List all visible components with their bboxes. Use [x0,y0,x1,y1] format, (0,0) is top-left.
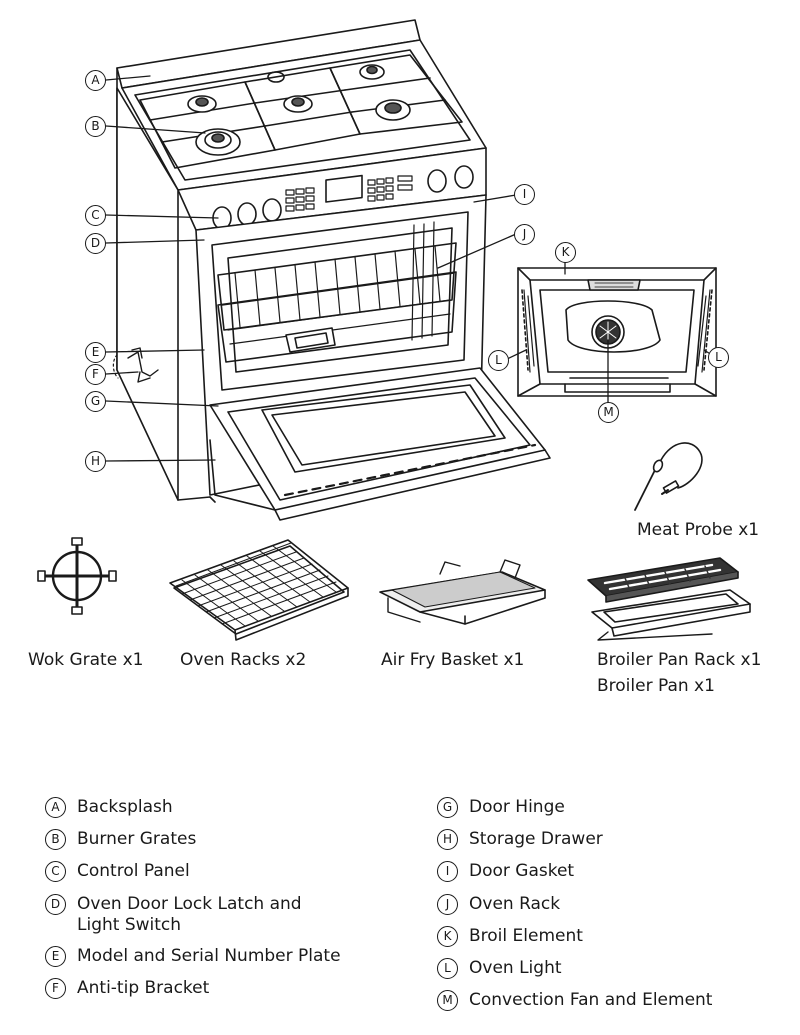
legend-text: Broil Element [469,926,583,946]
legend-badge: D [45,894,66,915]
legend-item-e: E Model and Serial Number Plate [45,946,341,967]
legend-badge: C [45,861,66,882]
callout-f: F [85,364,106,385]
label-broiler-pan: Broiler Pan x1 [597,676,715,696]
legend-badge: J [437,894,458,915]
legend-item-h: H Storage Drawer [437,829,603,850]
legend-badge: E [45,946,66,967]
legend-badge: A [45,797,66,818]
legend-text: Model and Serial Number Plate [77,946,341,966]
legend-badge: B [45,829,66,850]
legend-text: Oven Rack [469,894,561,914]
legend-item-f: F Anti-tip Bracket [45,978,209,999]
legend-badge: L [437,958,458,979]
legend-item-i: I Door Gasket [437,861,574,882]
legend-badge: M [437,990,458,1011]
callout-c: C [85,205,106,226]
legend-item-b: B Burner Grates [45,829,196,850]
legend-text: Door Hinge [469,797,565,817]
label-air-fry-basket: Air Fry Basket x1 [381,650,525,670]
legend-item-l: L Oven Light [437,958,562,979]
label-wok-grate: Wok Grate x1 [28,650,144,670]
callout-h: H [85,451,106,472]
legend-badge: F [45,978,66,999]
leader-lines [105,75,517,462]
callout-b: B [85,116,106,137]
legend-item-m: M Convection Fan and Element [437,990,712,1011]
legend-item-g: G Door Hinge [437,797,565,818]
legend-text: Control Panel [77,861,190,881]
legend-text: Door Gasket [469,861,575,881]
range-illustration [112,19,551,521]
broiler-pan-illustration [587,557,751,641]
legend-text: Anti-tip Bracket [77,978,210,998]
callout-l-left: L [488,350,509,371]
legend-item-a: A Backsplash [45,797,173,818]
air-fry-basket-illustration [379,559,546,625]
label-meat-probe: Meat Probe x1 [637,520,760,540]
callout-e: E [85,342,106,363]
legend-badge: G [437,797,458,818]
wok-grate-illustration [37,537,117,615]
legend-item-c: C Control Panel [45,861,190,882]
legend-item-d: D Oven Door Lock Latch and Light Switch [45,894,337,936]
legend-text: Convection Fan and Element [469,990,713,1010]
legend-badge: H [437,829,458,850]
legend-text: Oven Door Lock Latch and Light Switch [77,894,302,935]
legend-badge: K [437,926,458,947]
legend-text: Backsplash [77,797,173,817]
callout-d: D [85,233,106,254]
callout-l-right: L [708,347,729,368]
meat-probe-illustration [634,442,703,511]
legend-text: Oven Light [469,958,562,978]
label-broiler-pan-rack: Broiler Pan Rack x1 [597,650,762,670]
oven-racks-illustration [169,539,349,641]
legend-text: Burner Grates [77,829,197,849]
legend-badge: I [437,861,458,882]
range-diagram [37,19,751,641]
legend-item-k: K Broil Element [437,926,583,947]
callout-j: J [514,224,535,245]
callout-m: M [598,402,619,423]
callout-i: I [514,184,535,205]
callout-k: K [555,242,576,263]
callout-g: G [85,391,106,412]
callout-a: A [85,70,106,91]
legend-item-j: J Oven Rack [437,894,560,915]
legend-text: Storage Drawer [469,829,603,849]
oven-interior-detail [517,267,717,397]
label-oven-racks: Oven Racks x2 [180,650,307,670]
